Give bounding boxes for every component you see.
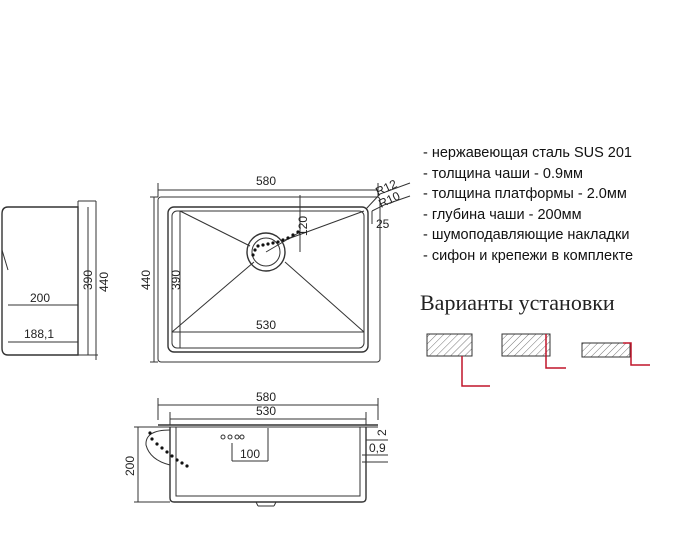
top-dim-120: 120 xyxy=(296,216,310,236)
top-view-noise-pad-dots xyxy=(251,230,300,257)
top-dim-530: 530 xyxy=(256,318,276,332)
install-variant-undermount xyxy=(426,333,490,387)
top-dim-390: 390 xyxy=(169,270,183,290)
spec-item: - толщина платформы - 2.0мм xyxy=(423,186,627,202)
front-view-drain-holes xyxy=(220,434,245,440)
side-dim-188: 188,1 xyxy=(24,327,54,341)
side-dim-390: 390 xyxy=(81,270,95,290)
install-variant-flush xyxy=(501,333,566,369)
spec-item: - шумоподавляющие накладки xyxy=(423,227,630,243)
front-view-noise-pad-dots xyxy=(148,431,189,468)
side-dim-200: 200 xyxy=(30,291,50,305)
specs-list: - нержавеющая сталь SUS 201 - толщина ча… xyxy=(423,143,633,266)
variants-title: Варианты установки xyxy=(420,290,615,315)
top-view xyxy=(150,182,411,363)
front-dim-580: 580 xyxy=(256,390,276,404)
top-dim-440: 440 xyxy=(139,270,153,290)
top-dim-25: 25 xyxy=(376,217,390,231)
top-dim-580: 580 xyxy=(256,174,276,188)
spec-item: - толщина чаши - 0.9мм xyxy=(423,165,584,182)
spec-item: - глубина чаши - 200мм xyxy=(423,206,582,223)
front-dim-09: 0,9 xyxy=(369,441,386,455)
spec-item: - нержавеющая сталь SUS 201 xyxy=(423,145,632,161)
front-view xyxy=(134,398,388,507)
front-dim-200: 200 xyxy=(123,456,137,476)
side-view xyxy=(1,200,98,360)
install-variant-overmount xyxy=(581,342,650,366)
side-dim-440: 440 xyxy=(97,272,111,292)
front-dim-100: 100 xyxy=(240,447,260,461)
spec-item: - сифон и крепежи в комплекте xyxy=(423,247,634,264)
front-dim-530: 530 xyxy=(256,404,276,418)
front-dim-2: 2 xyxy=(375,429,389,436)
